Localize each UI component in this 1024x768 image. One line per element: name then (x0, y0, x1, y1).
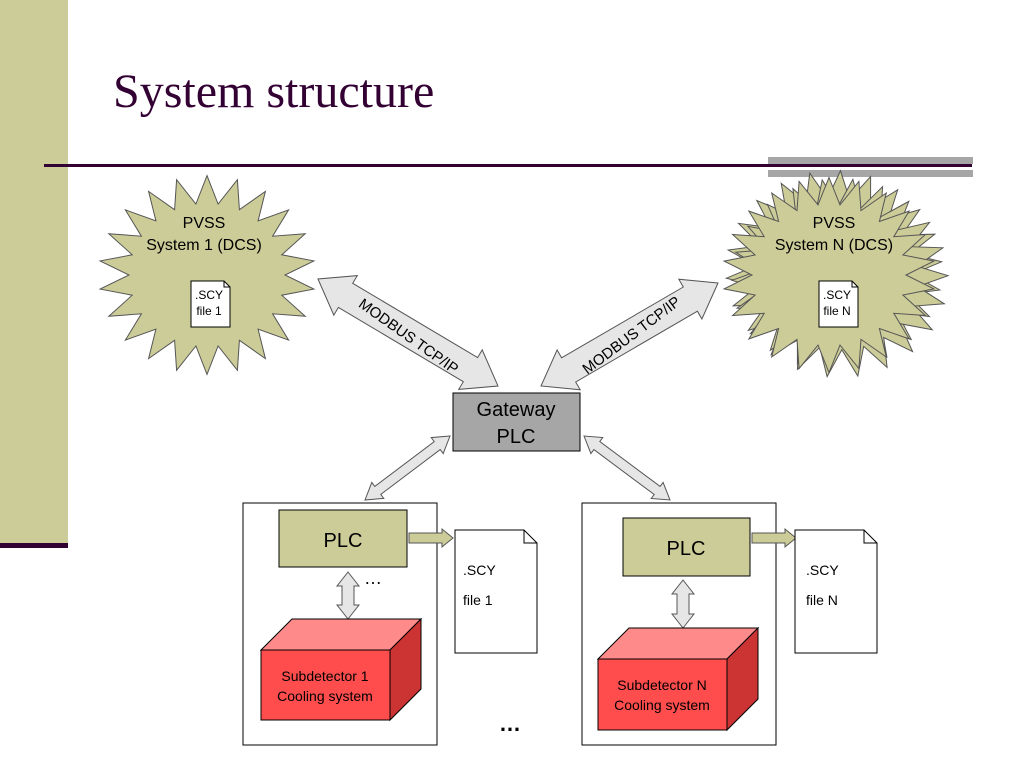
subsystem-n-frame (581, 502, 777, 746)
pvss-system-n-file-name: file N (823, 304, 850, 318)
modbus-link-left-arrow (317, 275, 499, 390)
subsystem-1-plc-label: PLC (324, 530, 363, 552)
subsystem-n-cooling-sublabel: Cooling system (614, 697, 710, 713)
subsystem-1-frame (242, 502, 438, 746)
pvss-system-1-file-name: file 1 (196, 304, 222, 318)
subsystem-1-ellipsis: … (364, 568, 382, 588)
pvss-system-1: PVSS System 1 (DCS) .SCY file 1 (98, 174, 316, 376)
subsystem-1-cooling-sublabel: Cooling system (277, 688, 373, 704)
subsystem-1-file-icon (454, 529, 538, 654)
subsystem-n-cooling-label: Subdetector N (617, 677, 707, 693)
gateway-to-subsystem-1-arrow (364, 435, 451, 501)
pvss-system-n-file-icon (818, 280, 859, 328)
subsystem-n-cooling-cube (596, 626, 760, 732)
subsystem-n-plc-file-arrow (751, 527, 797, 549)
modbus-link-left-label: MODBUS TCP/IP (355, 295, 461, 377)
pvss-system-1-sublabel: System 1 (DCS) (146, 237, 262, 254)
gateway-to-subsystem-n-arrow (583, 435, 671, 501)
gateway-plc: Gateway PLC (452, 392, 581, 452)
subsystem-1-plc-file-arrow (408, 527, 454, 549)
subsystem-n-plc-box (622, 517, 751, 577)
pvss-system-1-label: PVSS (183, 215, 226, 232)
subsystem-n-plc-cooling-arrow (670, 579, 696, 629)
title-rule-accent (768, 157, 973, 164)
pvss-system-n-file-ext: .SCY (823, 288, 851, 302)
slide-title: System structure (113, 65, 435, 118)
subsystem-n-file-name: file N (806, 592, 838, 608)
pvss-system-1-burst (98, 174, 316, 376)
pvss-system-1-file-icon (190, 280, 231, 328)
subsystem-n-plc-label: PLC (667, 538, 706, 560)
gateway-plc-label: Gateway (477, 399, 556, 421)
pvss-system-n-label: PVSS (813, 215, 856, 232)
left-decor-band (0, 0, 68, 545)
subsystem-1-plc-box (278, 509, 408, 568)
subsystem-n-file-ext: .SCY (806, 562, 839, 578)
subsystem-1-file-name: file 1 (463, 592, 493, 608)
subsystem-1-cooling-cube (259, 617, 423, 722)
left-decor-line (0, 543, 68, 548)
subsystem-1-plc-cooling-arrow (335, 571, 361, 620)
more-subsystems-ellipsis: … (499, 711, 521, 736)
title-rule-accent-lower (768, 170, 973, 177)
subsystem-1-cooling-label: Subdetector 1 (281, 668, 368, 684)
subsystem-n: PLC Subdetector N Cooling system .SCY fi… (581, 502, 878, 746)
pvss-system-n-burst-front (722, 176, 936, 374)
modbus-link-right-arrow (540, 278, 719, 391)
subsystem-n-file-icon (794, 529, 878, 654)
pvss-system-n: PVSS System N (DCS) .SCY file N (722, 169, 950, 378)
pvss-system-n-sublabel: System N (DCS) (775, 237, 893, 254)
subsystem-1-file-ext: .SCY (463, 562, 496, 578)
gateway-plc-sublabel: PLC (497, 426, 536, 448)
gateway-plc-box (452, 392, 581, 452)
subsystem-1: PLC … Subdetector 1 Cooling system .SCY … (242, 502, 538, 746)
title-rule (44, 164, 972, 167)
pvss-system-1-file-ext: .SCY (195, 288, 223, 302)
modbus-link-right-label: MODBUS TCP/IP (579, 293, 684, 378)
